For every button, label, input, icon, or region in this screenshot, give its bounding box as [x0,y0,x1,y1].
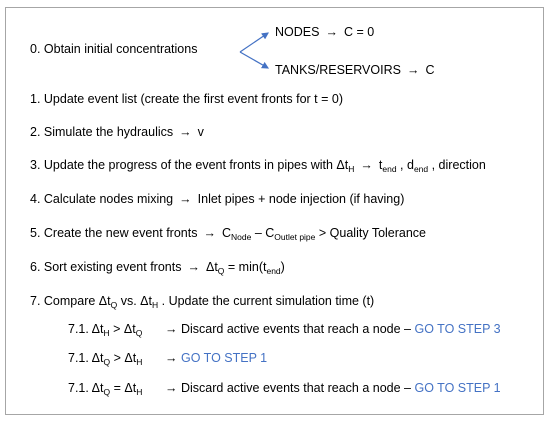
step-2-text: 2. Simulate the hydraulics [30,125,174,139]
diagram-frame [5,7,544,415]
step-5: 5. Create the new event fronts→CNode – C… [30,225,426,241]
step-0-tanks: TANKS/RESERVOIRS → C [275,62,435,78]
tanks-label: TANKS/RESERVOIRS [275,63,401,77]
arrow-icon: → [165,351,178,365]
dt-q-sub: Q [217,266,225,276]
c-node: C [221,226,231,240]
arrow-icon: → [325,25,338,39]
branch-arrow-nodes [239,32,269,53]
step-7-vs: vs. Δt [120,294,152,308]
min-expr-sub: end [266,266,281,276]
min-expr: = min(t [227,260,267,274]
step-7-1-a: 7.1. ΔtH > ΔtQ [68,321,142,337]
sub-c-s2: H [136,387,143,397]
t-end-sub: end [382,164,397,174]
arrow-icon: → [406,63,420,77]
step-5-text: 5. Create the new event fronts [30,226,198,240]
step-2-result: v [197,125,204,139]
step-7-sub-q: Q [110,300,118,310]
step-6-text: 6. Sort existing event fronts [30,260,182,274]
c-outlet-sub: Outlet pipe [274,232,316,242]
nodes-result: C = 0 [343,25,375,39]
arrow-icon: → [179,192,192,206]
d-end-sub: end [413,164,429,174]
sub-c-action: Discard active events that reach a node … [180,381,411,395]
step-4: 4. Calculate nodes mixing → Inlet pipes + … [30,191,404,207]
sub-c-s1: Q [103,387,111,397]
sub-c-num: 7.1. Δt [68,381,104,395]
step-6: 6. Sort existing event fronts → ΔtQ = min(… [30,259,285,275]
step-4-text: 4. Calculate nodes mixing [30,192,174,206]
step-7: 7. Compare ΔtQ vs. ΔtH . Update the curr… [30,293,374,309]
goto-step-3-link: GO TO STEP 3 [414,322,501,336]
tanks-result: C [425,63,435,77]
step-7-tail: . Update the current simulation time (t) [161,294,375,308]
arrow-icon: → [187,260,200,274]
sub-a-s2: Q [135,328,143,338]
step-3: 3. Update the progress of the event fron… [30,158,486,174]
step-7-1-c: 7.1. ΔtQ = ΔtH [68,380,142,396]
step-7-1-c-action: → Discard active events that reach a nod… [165,380,501,396]
sub-b-s1: Q [103,357,111,367]
sub-a-num: 7.1. Δt [68,322,104,336]
step-7-sub-h: H [152,300,159,310]
goto-step-1-link-2: GO TO STEP 1 [414,381,501,395]
arrow-icon: → [179,125,192,139]
step-4-result: Inlet pipes + node injection (if having) [197,192,405,206]
step-3-text: 3. Update the progress of the event fron… [30,158,349,172]
arrow-icon: → [165,322,178,336]
step-7-prefix: 7. Compare Δt [30,294,111,308]
step-7-1-a-action: → Discard active events that reach a nod… [165,321,501,337]
branch-arrow-tanks [239,51,270,69]
arrow-icon: → [165,381,178,395]
step-1: 1. Update event list (create the first e… [30,92,343,106]
sub-b-num: 7.1. Δt [68,351,104,365]
sub-a-s1: H [103,328,110,338]
min-close: ) [280,260,285,274]
step-0-nodes: NODES → C = 0 [275,24,374,40]
step-7-1-b: 7.1. ΔtQ > ΔtH [68,350,142,366]
goto-step-1-link: GO TO STEP 1 [180,351,268,365]
sub-a-op: > Δt [113,322,136,336]
sub-b-s2: H [136,357,143,367]
direction: direction [438,158,486,172]
quality-tolerance: > Quality Tolerance [318,226,427,240]
d-end: d [406,158,414,172]
sub-a-action: Discard active events that reach a node … [180,322,411,336]
step-2: 2. Simulate the hydraulics → v [30,124,204,140]
t-end: t [378,158,383,172]
c-node-sub: Node [231,232,252,242]
c-outlet: C [265,226,275,240]
arrow-icon: → [360,158,373,172]
nodes-label: NODES [275,25,320,39]
step-0-label: 0. Obtain initial concentrations [30,42,198,56]
arrow-icon: → [203,226,216,240]
dash: – [254,226,262,240]
step-3-sub: H [348,164,355,174]
sub-c-op: = Δt [113,381,137,395]
step-7-1-b-action: → GO TO STEP 1 [165,350,267,366]
dt-q: Δt [205,260,218,274]
sub-b-op: > Δt [113,351,137,365]
